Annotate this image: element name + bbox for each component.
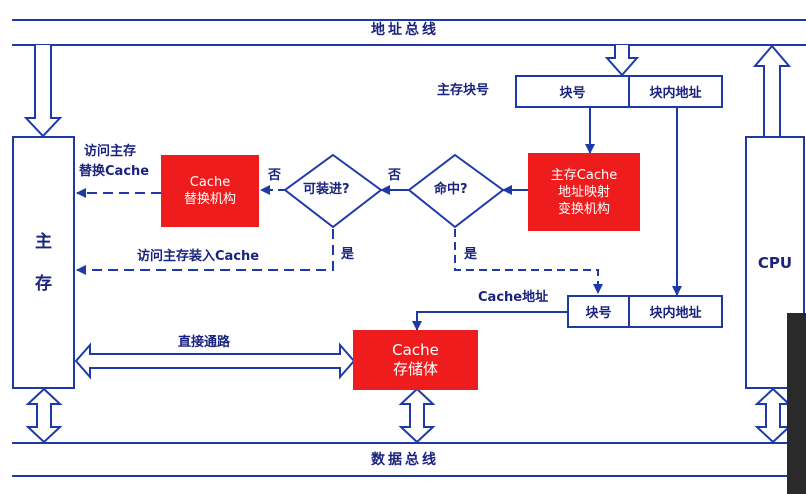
hit-yes-line xyxy=(454,229,603,294)
cpu-to-address-bus-arrow xyxy=(752,44,792,136)
cpu-label: CPU xyxy=(757,253,793,272)
mapping-unit-line1: 主存Cache xyxy=(550,167,618,183)
load-into-cache-label: 访问主存装入Cache xyxy=(137,249,260,264)
main-memory-label-bottom: 存 xyxy=(35,273,52,294)
memory-data-bus-arrow xyxy=(25,387,63,444)
address-bus-to-register-arrow xyxy=(604,45,640,77)
load-yes-label: 是 xyxy=(341,247,355,262)
cache-storage-line1: Cache xyxy=(392,341,439,359)
replace-access-label: 访问主存 xyxy=(84,144,137,159)
cache-address-offset: 块内地址 xyxy=(628,295,723,328)
decision-hit-label: 命中? xyxy=(434,182,468,197)
cache-address-offset-label: 块内地址 xyxy=(649,306,702,321)
cache-data-bus-arrow xyxy=(398,387,436,444)
main-address-block-no-label: 块号 xyxy=(559,86,586,101)
main-memory-label-top: 主 xyxy=(35,231,52,252)
cache-address-block-no: 块号 xyxy=(567,295,630,328)
hit-no-label: 否 xyxy=(388,168,402,183)
main-address-offset: 块内地址 xyxy=(628,75,723,108)
decision-loadable-label: 可装进? xyxy=(303,182,350,197)
replacement-unit-line2: 替换机构 xyxy=(183,192,236,207)
mapping-unit-line3: 变换机构 xyxy=(557,201,610,217)
cache-address-block-no-label: 块号 xyxy=(585,306,612,321)
main-address-offset-label: 块内地址 xyxy=(649,86,702,101)
cache-address-label: Cache地址 xyxy=(478,290,549,305)
replacement-unit-line1: Cache xyxy=(189,175,231,190)
main-memory-box: 主 存 xyxy=(12,136,75,389)
direct-path-label: 直接通路 xyxy=(178,335,231,350)
decision-loadable-shape xyxy=(283,153,383,229)
cpu-data-bus-arrow xyxy=(754,387,792,444)
mapping-unit: 主存Cache 地址映射 变换机构 xyxy=(528,153,640,231)
load-no-label: 否 xyxy=(268,168,282,183)
cache-storage: Cache 存储体 xyxy=(353,330,478,390)
cache-address-to-storage-line xyxy=(412,311,567,331)
replace-cache-label: 替换Cache xyxy=(79,164,150,179)
load-into-cache-line xyxy=(76,229,334,275)
hit-yes-label: 是 xyxy=(464,247,478,262)
data-bus-label: 数据总线 xyxy=(371,452,439,468)
main-memory-block-label: 主存块号 xyxy=(437,83,490,98)
address-bus-label: 地址总线 xyxy=(371,22,439,38)
main-address-block-no: 块号 xyxy=(515,75,630,108)
cpu-box: CPU xyxy=(745,136,805,389)
mapping-unit-line2: 地址映射 xyxy=(557,184,610,200)
edge-overlay xyxy=(787,313,806,494)
replacement-unit: Cache 替换机构 xyxy=(161,155,259,227)
decision-hit-shape xyxy=(407,153,505,229)
cache-storage-line2: 存储体 xyxy=(392,360,438,378)
address-bus-to-memory-arrow xyxy=(23,45,63,138)
direct-path-arrow xyxy=(74,342,356,380)
